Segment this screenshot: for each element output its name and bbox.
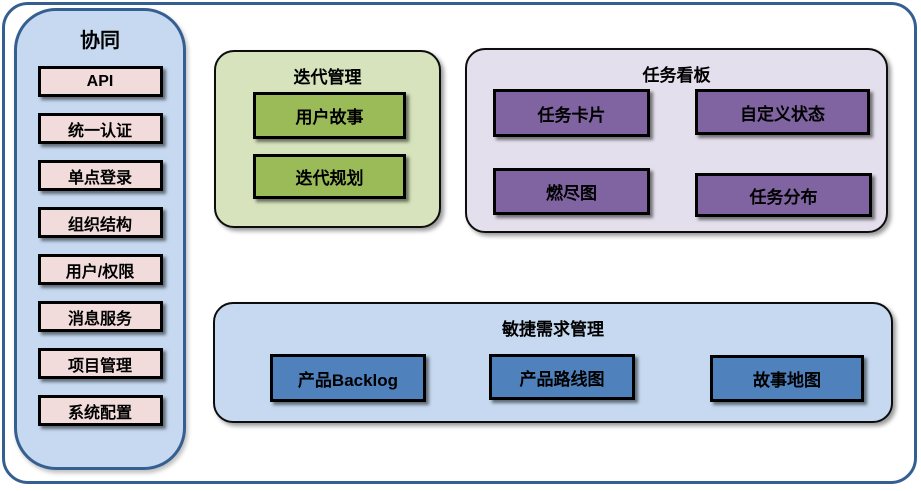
collaboration-title: 协同 [80,30,120,52]
sidebar-item-org-structure: 组织结构 [37,207,163,238]
agile-item-story-map: 故事地图 [710,355,864,402]
agile-requirements-title: 敏捷需求管理 [502,320,604,339]
task-kanban-group: 任务看板 任务卡片 自定义状态 燃尽图 任务分布 [465,48,888,233]
sidebar-item-user-permission: 用户/权限 [37,254,163,285]
kanban-item-burndown-chart: 燃尽图 [493,168,650,215]
iteration-management-title: 迭代管理 [293,68,362,87]
sidebar-item-message-service: 消息服务 [37,301,163,332]
kanban-item-custom-status: 自定义状态 [695,89,870,135]
agile-item-product-roadmap: 产品路线图 [489,354,635,400]
sidebar-item-system-config: 系统配置 [37,395,163,426]
agile-requirements-group: 敏捷需求管理 产品Backlog 产品路线图 故事地图 [213,302,893,423]
kanban-item-task-distribution: 任务分布 [695,173,872,217]
sidebar-item-unified-auth: 统一认证 [37,113,163,144]
kanban-item-task-card: 任务卡片 [493,89,650,137]
iteration-item-user-story: 用户故事 [253,92,406,139]
iteration-management-group: 迭代管理 用户故事 迭代规划 [214,50,441,228]
sidebar-item-sso: 单点登录 [37,160,163,191]
agile-item-product-backlog: 产品Backlog [270,354,426,402]
sidebar-item-api: API [37,66,163,97]
collaboration-list: API 统一认证 单点登录 组织结构 用户/权限 消息服务 项目管理 系统配置 [17,66,183,442]
collaboration-pillar: 协同 API 统一认证 单点登录 组织结构 用户/权限 消息服务 项目管理 系统… [14,8,186,470]
task-kanban-title: 任务看板 [642,66,711,85]
iteration-item-iteration-planning: 迭代规划 [253,154,406,199]
sidebar-item-project-management: 项目管理 [37,348,163,379]
